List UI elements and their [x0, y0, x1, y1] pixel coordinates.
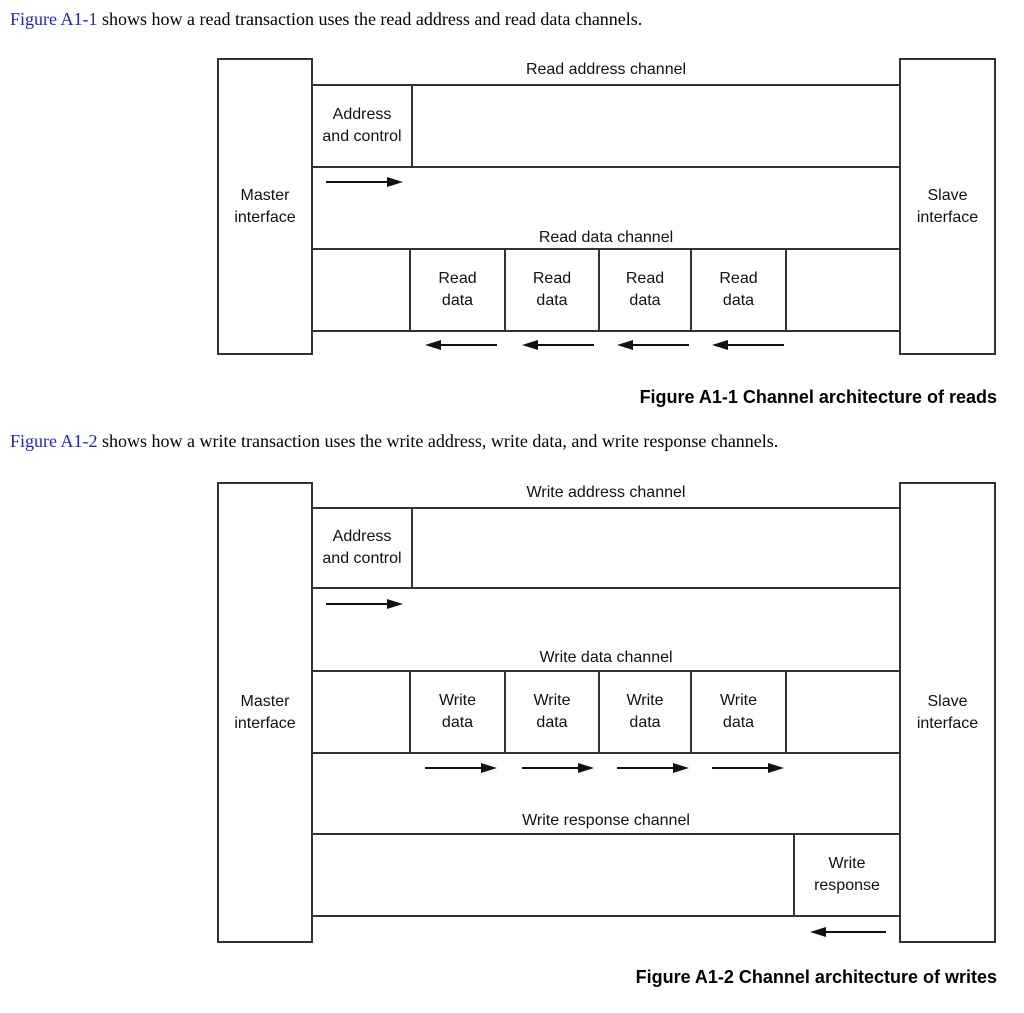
left-arrow-icon: [810, 927, 886, 937]
left-arrow-icon: [522, 340, 594, 350]
left-arrow-icon: [425, 340, 497, 350]
fig2-write-response-label: Write response: [814, 855, 880, 894]
fig2-write-address-empty-cell: [413, 509, 899, 587]
fig1-read-data-label-1: Read data: [438, 270, 477, 309]
fig2-write-response-cell: Write response: [795, 835, 899, 915]
fig2-write-address-channel-label: Write address channel: [526, 484, 686, 501]
fig2-write-data-channel-label: Write data channel: [539, 649, 673, 666]
figure-a1-2-link[interactable]: Figure A1-2: [10, 431, 98, 451]
fig2-write-data-cell: Write data: [506, 672, 600, 752]
fig1-read-address-empty-cell: [413, 86, 899, 166]
fig2-address-control-label: Address and control: [322, 528, 402, 567]
fig1-read-data-label-4: Read data: [719, 270, 758, 309]
fig1-empty-cell-right: [787, 250, 899, 330]
left-arrow-icon: [617, 340, 689, 350]
paragraph-2: Figure A1-2 shows how a write transactio…: [10, 428, 778, 454]
fig2-master-interface-box: Master interface: [217, 482, 313, 943]
fig2-master-interface-label: Master interface: [234, 692, 296, 732]
fig1-read-data-cell: Read data: [506, 250, 600, 330]
fig2-write-response-channel-label: Write response channel: [522, 812, 690, 829]
fig2-response-empty-cell: [313, 835, 795, 915]
right-arrow-icon: [326, 599, 403, 609]
right-arrow-icon: [326, 177, 403, 187]
fig1-slave-interface-label: Slave interface: [916, 186, 979, 226]
fig2-write-data-label-4: Write data: [719, 692, 758, 731]
right-arrow-icon: [522, 763, 594, 773]
fig2-write-data-label-3: Write data: [626, 692, 664, 731]
fig2-write-data-label-2: Write data: [533, 692, 571, 731]
fig1-read-data-cell: Read data: [600, 250, 692, 330]
fig2-write-data-cell: Write data: [411, 672, 506, 752]
fig2-write-data-cell: Write data: [600, 672, 692, 752]
fig2-write-data-band: Write data Write data Write data Write d…: [313, 670, 899, 754]
fig2-slave-interface-label: Slave interface: [916, 692, 979, 732]
fig1-read-data-channel-label: Read data channel: [538, 229, 674, 246]
fig1-read-address-channel-label: Read address channel: [525, 61, 687, 78]
paragraph-1: Figure A1-1 shows how a read transaction…: [10, 6, 642, 32]
fig1-read-address-band: Address and control: [313, 84, 899, 168]
fig2-empty-cell-right: [787, 672, 899, 752]
fig1-caption: Figure A1-1 Channel architecture of read…: [639, 387, 997, 407]
fig2-write-response-band: Write response: [313, 833, 899, 917]
fig2-write-address-band: Address and control: [313, 507, 899, 589]
fig1-address-control-label: Address and control: [322, 106, 402, 145]
fig2-slave-interface-box: Slave interface: [899, 482, 996, 943]
fig1-read-data-label-3: Read data: [625, 270, 665, 309]
fig2-write-data-cell: Write data: [692, 672, 787, 752]
right-arrow-icon: [712, 763, 784, 773]
paragraph-1-text: shows how a read transaction uses the re…: [97, 9, 643, 29]
fig2-address-control-cell: Address and control: [313, 509, 413, 587]
fig2-write-data-label-1: Write data: [438, 692, 477, 731]
fig2-empty-cell-left: [313, 672, 411, 752]
figure-a1-1-link[interactable]: Figure A1-1: [10, 9, 98, 29]
right-arrow-icon: [425, 763, 497, 773]
fig1-slave-interface-box: Slave interface: [899, 58, 996, 355]
left-arrow-icon: [712, 340, 784, 350]
paragraph-2-text: shows how a write transaction uses the w…: [97, 431, 779, 451]
fig1-read-data-band: Read data Read data Read data Read data: [313, 248, 899, 332]
fig1-read-data-label-2: Read data: [532, 270, 572, 309]
fig1-address-control-cell: Address and control: [313, 86, 413, 166]
right-arrow-icon: [617, 763, 689, 773]
fig1-master-interface-box: Master interface: [217, 58, 313, 355]
fig2-caption: Figure A1-2 Channel architecture of writ…: [635, 967, 997, 987]
fig1-master-interface-label: Master interface: [234, 186, 296, 226]
fig1-empty-cell-left: [313, 250, 411, 330]
fig1-read-data-cell: Read data: [411, 250, 506, 330]
fig1-read-data-cell: Read data: [692, 250, 787, 330]
